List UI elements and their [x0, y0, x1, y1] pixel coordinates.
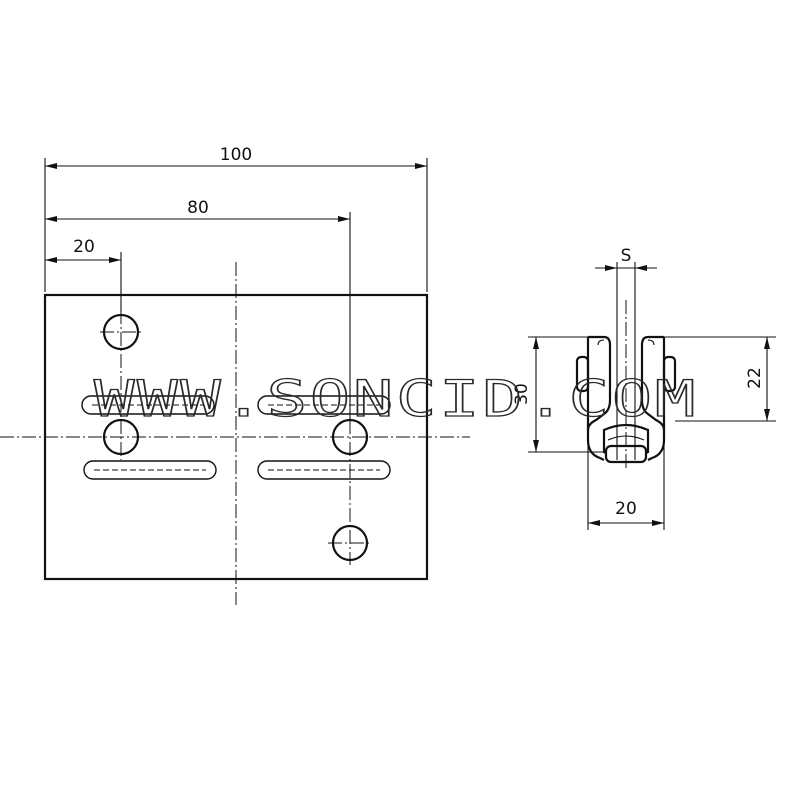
dimension-label-20: 20	[73, 237, 95, 257]
dimension-label-30: 30	[512, 383, 532, 405]
profile-view	[575, 262, 677, 470]
dimension-label-100: 100	[220, 145, 252, 165]
dimension-label-22: 22	[745, 367, 765, 389]
dimension-profile-depth: 22	[664, 336, 776, 422]
slot	[257, 460, 391, 480]
dimension-slot-width: S	[595, 246, 657, 271]
slot	[257, 395, 391, 415]
dimension-label-80: 80	[187, 198, 209, 218]
slot	[81, 395, 215, 415]
profile-left-jaw	[586, 335, 612, 461]
watermark-text: WWW.SONCID.COM	[94, 370, 698, 428]
dimension-edge-offset: 20	[45, 237, 122, 312]
dimension-profile-width: 20	[587, 440, 665, 530]
dimension-hole-spacing: 80	[45, 198, 351, 420]
dimension-profile-height: 30	[512, 336, 606, 453]
dimension-overall-width: 100	[44, 145, 428, 292]
dimension-label-20-profile: 20	[615, 499, 637, 519]
plate-view	[0, 262, 470, 605]
profile-right-jaw	[640, 335, 666, 461]
dimension-label-s: S	[621, 246, 632, 266]
slot	[83, 460, 217, 480]
